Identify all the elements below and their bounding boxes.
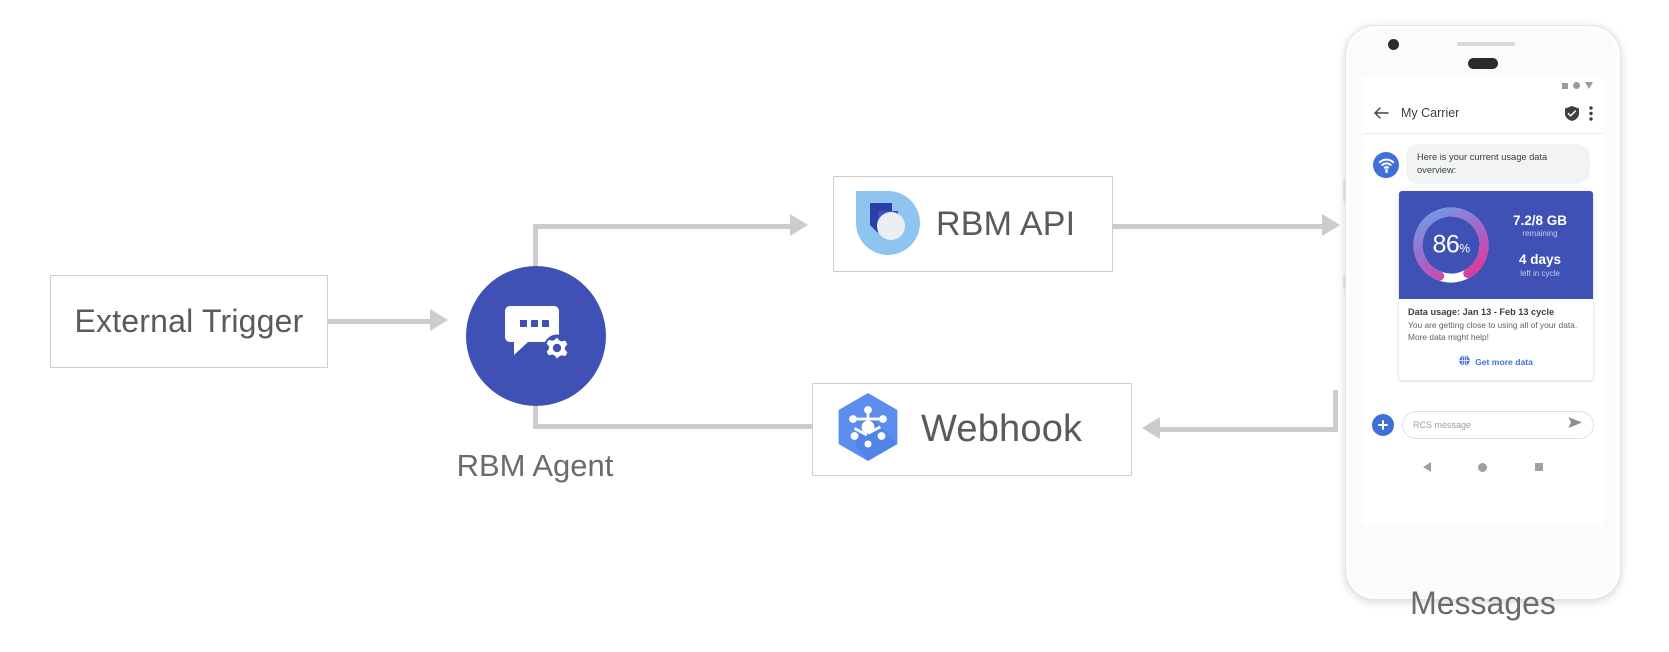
connector-agent-to-api-vertical (533, 224, 538, 272)
android-nav-bar (1363, 450, 1603, 484)
arrowhead-api-to-messages (1322, 214, 1340, 236)
back-arrow-icon[interactable] (1373, 106, 1389, 120)
phone-side-button[interactable] (1343, 180, 1346, 202)
usage-card-description-line2: More data might help! (1408, 332, 1490, 343)
more-vert-icon[interactable] (1589, 105, 1593, 121)
message-composer: RCS message (1363, 404, 1603, 446)
app-bar: My Carrier (1363, 93, 1603, 134)
phone-screen: My Carrier (1363, 77, 1603, 525)
usage-gauge: 86% (1409, 203, 1493, 287)
connector-messages-to-webhook (1160, 427, 1338, 432)
connector-webhook-to-agent-vertical (533, 398, 538, 426)
webhook-hexagon-icon (829, 388, 907, 471)
message-row-agent: Here is your current usage data overview… (1363, 144, 1603, 185)
arrowhead-agent-to-api (790, 214, 808, 236)
messages-phone-mockup: My Carrier (1343, 25, 1621, 600)
wifi-router-icon (1373, 152, 1399, 178)
arrowhead-messages-to-webhook (1142, 417, 1160, 439)
rbm-api-label: RBM API (936, 204, 1076, 243)
conversation-thread: Here is your current usage data overview… (1363, 134, 1603, 484)
webhook-label: Webhook (921, 408, 1083, 450)
nav-back-icon[interactable] (1422, 462, 1431, 472)
stat-data-remaining-label: remaining (1522, 229, 1558, 239)
stat-days-left-value: 4 days (1518, 252, 1562, 268)
phone-volume-button[interactable] (1343, 275, 1346, 289)
app-bar-title: My Carrier (1401, 106, 1460, 120)
data-usage-rich-card[interactable]: 86% 7.2/8 GB remaining 4 days left in cy… (1399, 191, 1593, 381)
usage-card-description-line1: You are getting close to using all of yo… (1408, 320, 1578, 331)
stat-data-remaining-value: 7.2/8 GB (1512, 212, 1568, 228)
stat-days-left-label: left in cycle (1520, 268, 1560, 278)
intro-message-bubble: Here is your current usage data overview… (1406, 144, 1590, 185)
status-bar (1363, 77, 1603, 93)
circle-icon (1573, 77, 1580, 93)
send-icon[interactable] (1568, 416, 1583, 434)
gauge-percent-number: 86 (1432, 230, 1460, 259)
rcs-message-placeholder: RCS message (1413, 420, 1472, 430)
chat-gear-icon (498, 298, 574, 375)
usage-card-stats: 7.2/8 GB remaining 4 days left in cycle (1493, 213, 1583, 278)
nav-recents-icon[interactable] (1535, 463, 1544, 471)
gauge-percent-symbol: % (1459, 241, 1470, 256)
connector-api-to-messages (1113, 224, 1325, 229)
rbm-api-node[interactable]: RBM API (833, 176, 1113, 272)
square-icon (1562, 77, 1568, 93)
triangle-down-icon (1585, 77, 1593, 93)
phone-speaker-grille (1457, 42, 1515, 46)
connector-webhook-to-agent-horizontal (533, 424, 813, 429)
plus-icon[interactable] (1372, 414, 1394, 436)
usage-card-header: 86% 7.2/8 GB remaining 4 days left in cy… (1399, 191, 1593, 300)
webhook-node[interactable]: Webhook (812, 383, 1132, 476)
get-more-data-action[interactable]: Get more data (1408, 353, 1584, 371)
nav-home-icon[interactable] (1478, 462, 1488, 472)
get-more-data-label: Get more data (1475, 357, 1533, 368)
arrowhead-trigger-to-agent (430, 309, 448, 331)
verified-shield-icon[interactable] (1565, 105, 1579, 121)
rbm-api-logo-icon (850, 185, 924, 264)
connector-agent-to-api-horizontal (533, 224, 793, 229)
rcs-message-input[interactable]: RCS message (1402, 411, 1594, 439)
globe-icon (1459, 353, 1470, 371)
usage-card-title: Data usage: Jan 13 - Feb 13 cycle (1408, 307, 1555, 318)
external-trigger-label: External Trigger (74, 303, 304, 339)
phone-front-camera-icon (1388, 39, 1399, 50)
connector-trigger-to-agent (328, 319, 432, 324)
rbm-agent-label: RBM Agent (456, 448, 614, 483)
messages-label: Messages (1410, 585, 1556, 621)
rbm-agent-node[interactable] (466, 266, 606, 406)
external-trigger-node[interactable]: External Trigger (50, 275, 328, 368)
gauge-percent-value: 86% (1409, 231, 1493, 260)
connector-messages-to-webhook-vertical (1333, 390, 1338, 430)
phone-earpiece (1468, 58, 1498, 69)
usage-card-body: Data usage: Jan 13 - Feb 13 cycle You ar… (1399, 299, 1593, 380)
